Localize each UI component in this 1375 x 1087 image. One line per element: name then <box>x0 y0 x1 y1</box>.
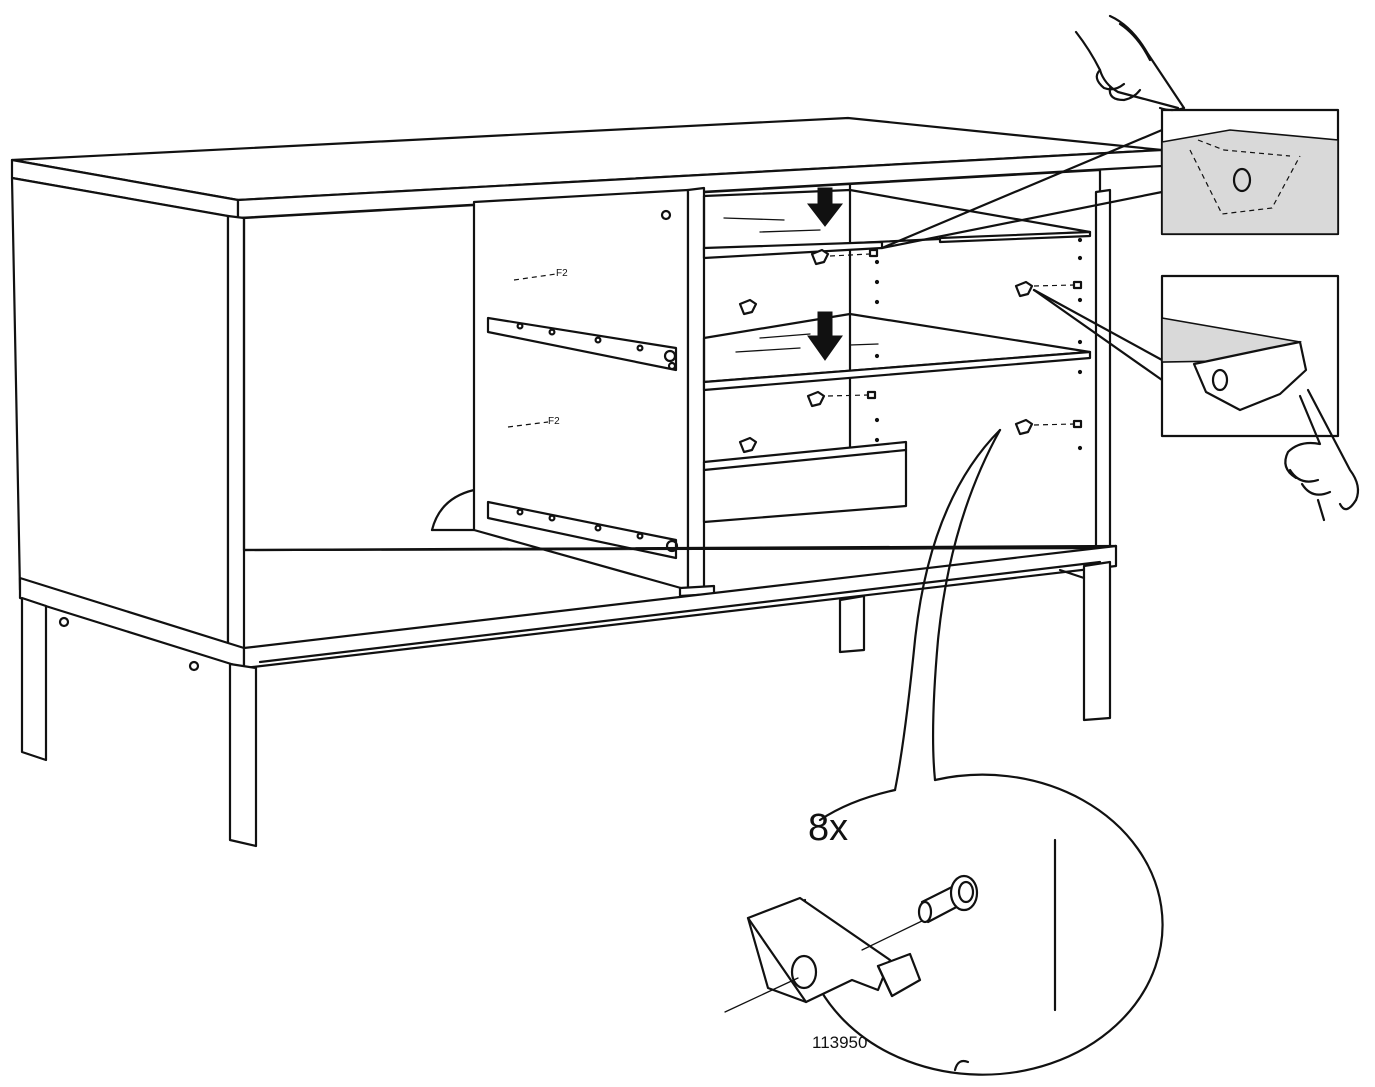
left-side-panel <box>10 176 246 650</box>
quantity-label: 8x <box>808 807 848 849</box>
shelf-support-clip <box>724 896 922 1013</box>
hand-pointing-icon <box>1074 14 1186 112</box>
cabinet-bottom <box>18 544 1118 672</box>
drawer-rail-lower <box>486 500 679 560</box>
drawer-rail-upper <box>486 316 678 372</box>
arrow-down-icon <box>807 311 843 361</box>
cabinet: F2 F2 <box>10 116 1164 848</box>
arrow-down-icon <box>806 187 844 227</box>
hand-pointing-icon <box>1284 388 1360 522</box>
shelf-bottom-back <box>702 440 908 524</box>
cabinet-legs <box>20 560 1112 848</box>
shelf-supports <box>738 248 1083 454</box>
part-number-label: 113950 <box>812 1033 867 1052</box>
detail-inset-shelf-edge <box>880 108 1340 250</box>
shelf-top <box>702 188 1092 260</box>
shelf-middle <box>702 312 1092 392</box>
svg-text:F2: F2 <box>556 268 568 279</box>
zoom-callout: 8x 113950 <box>724 428 1164 1076</box>
shelf-support-pin-icon <box>861 874 979 951</box>
center-divider-panel: F2 F2 <box>472 186 716 598</box>
svg-text:F2: F2 <box>548 416 560 427</box>
detail-inset-support-clip <box>1032 274 1340 438</box>
